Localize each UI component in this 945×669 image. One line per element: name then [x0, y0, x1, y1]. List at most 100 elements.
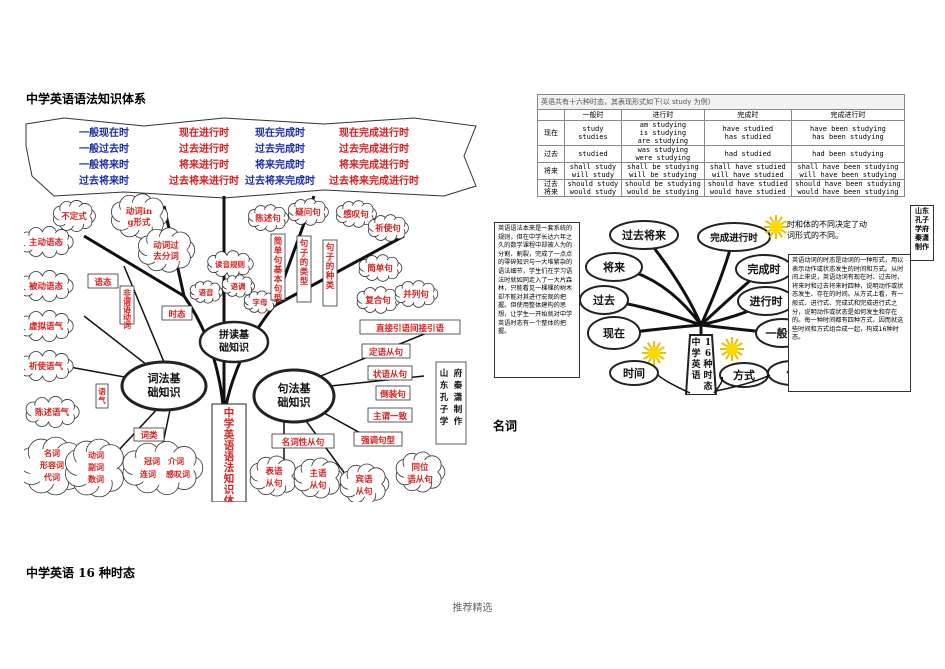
svg-text:法: 法 — [224, 461, 235, 474]
svg-text:山: 山 — [440, 368, 449, 379]
svg-text:数词: 数词 — [88, 474, 104, 484]
svg-text:虚拟语气: 虚拟语气 — [29, 321, 64, 332]
svg-text:从句: 从句 — [355, 486, 372, 497]
svg-text:语: 语 — [98, 386, 106, 396]
label-box — [296, 235, 312, 303]
svg-text:句: 句 — [274, 255, 283, 266]
tree-trunk — [684, 334, 718, 395]
syntax-top-cloud — [336, 200, 377, 228]
svg-text:强调句型: 强调句型 — [361, 435, 396, 446]
svg-text:语: 语 — [691, 370, 700, 381]
tree-root-lines — [657, 374, 771, 394]
label-box — [367, 365, 413, 381]
svg-text:去分词: 去分词 — [153, 251, 179, 262]
lexis-cloud — [19, 350, 74, 382]
svg-text:倒装句: 倒装句 — [379, 389, 406, 400]
tense-table-cell: studied — [564, 145, 622, 163]
banner-tense: 过去将来完成进行时 — [329, 174, 419, 187]
banner-tense: 一般过去时 — [79, 142, 129, 155]
svg-text:词类: 词类 — [140, 430, 158, 441]
banner-tense: 一般现在时 — [79, 126, 129, 139]
tree-left-node — [579, 285, 629, 315]
label-box — [353, 431, 403, 447]
sun-icon — [642, 341, 666, 365]
label-box — [271, 433, 335, 449]
tense-row-label: 现在 — [537, 120, 565, 146]
svg-text:宾语: 宾语 — [355, 474, 373, 485]
svg-text:将来: 将来 — [603, 260, 626, 274]
svg-text:型: 型 — [274, 293, 283, 304]
tense-row-label: 过去 — [537, 145, 565, 163]
svg-text:本: 本 — [274, 274, 283, 285]
svg-text:表语: 表语 — [264, 466, 283, 477]
banner-tense: 现在进行时 — [179, 126, 229, 139]
svg-text:定语从句: 定语从句 — [368, 347, 403, 358]
tense-banner — [25, 117, 477, 199]
svg-text:名词: 名词 — [44, 448, 60, 458]
svg-text:制: 制 — [454, 404, 463, 415]
svg-text:动: 动 — [123, 312, 131, 322]
svg-text:语调: 语调 — [231, 281, 246, 291]
svg-text:体: 体 — [224, 494, 235, 502]
svg-text:疑问句: 疑问句 — [295, 207, 321, 218]
svg-text:副词: 副词 — [88, 462, 104, 472]
credit-text: 山东孔子学 — [440, 368, 449, 427]
svg-text:种: 种 — [702, 358, 712, 370]
explain-text-box: 英语动词的时态是动词的一种形式，用以表示动作或状态发生的时间和方式。从时间上来说… — [788, 254, 911, 392]
lexis-cloud — [19, 310, 74, 342]
tense-table-header: 完成时 — [703, 109, 792, 121]
svg-text:g形式: g形式 — [128, 217, 151, 228]
credit-box — [435, 361, 467, 445]
svg-text:英: 英 — [223, 428, 235, 441]
tense-table-header: 完成进行时 — [790, 109, 906, 121]
banner-tense: 过去进行时 — [179, 142, 229, 155]
svg-text:语: 语 — [224, 439, 235, 452]
svg-text:从句: 从句 — [309, 480, 326, 491]
svg-text:语: 语 — [123, 304, 131, 314]
svg-text:秦: 秦 — [453, 380, 463, 391]
svg-text:型: 型 — [300, 276, 309, 287]
noun-clause-cloud — [339, 463, 390, 505]
svg-text:子: 子 — [326, 253, 335, 263]
banner-tense: 一般将来时 — [79, 158, 129, 171]
sun-icon — [764, 215, 788, 239]
svg-text:主谓一致: 主谓一致 — [373, 411, 408, 422]
tense-tree-figure: 中学英语16种时态过去将来将来过去现在完成进行时完成时进行时一般时时间方式体 英… — [494, 205, 934, 395]
svg-text:子: 子 — [300, 249, 309, 259]
tense-note: 时和体的不同决定了动词形式的不同。 — [787, 220, 867, 240]
svg-text:种: 种 — [325, 271, 335, 282]
svg-text:完成进行时: 完成进行时 — [710, 232, 758, 244]
hub-phonics-label: 拼读基 — [219, 328, 250, 341]
noun-clause-label: 名词性从句 — [282, 437, 325, 448]
svg-text:陈述句: 陈述句 — [255, 213, 281, 224]
svg-text:动词过: 动词过 — [153, 240, 179, 251]
svg-text:学: 学 — [440, 416, 449, 427]
tree-left-node — [609, 220, 679, 250]
svg-text:时: 时 — [703, 369, 712, 381]
lexis-cloud — [111, 193, 169, 239]
svg-text:动词: 动词 — [88, 450, 104, 460]
svg-text:类: 类 — [300, 267, 309, 278]
syntax-top-cloud — [368, 214, 409, 242]
svg-text:潇: 潇 — [454, 392, 463, 403]
svg-text:语: 语 — [224, 450, 235, 463]
svg-text:感叹词: 感叹词 — [166, 469, 190, 479]
trunk-text: 16种时态 — [702, 338, 712, 392]
trunk-text: 中学英语 — [690, 336, 701, 381]
label-box — [133, 427, 165, 442]
syntax-top-cloud — [248, 204, 289, 232]
heading-16-tenses: 中学英语 16 种时态 — [26, 566, 136, 580]
svg-text:形容词: 形容词 — [40, 460, 64, 470]
banner-tense: 过去将来完成时 — [245, 174, 315, 187]
tree-left-node — [585, 252, 643, 282]
svg-text:现在: 现在 — [603, 326, 625, 340]
tense-table-caption: 英语共有十六种时态，其表现形式如下(以 study 为例) — [537, 94, 905, 109]
svg-text:非: 非 — [123, 288, 131, 298]
